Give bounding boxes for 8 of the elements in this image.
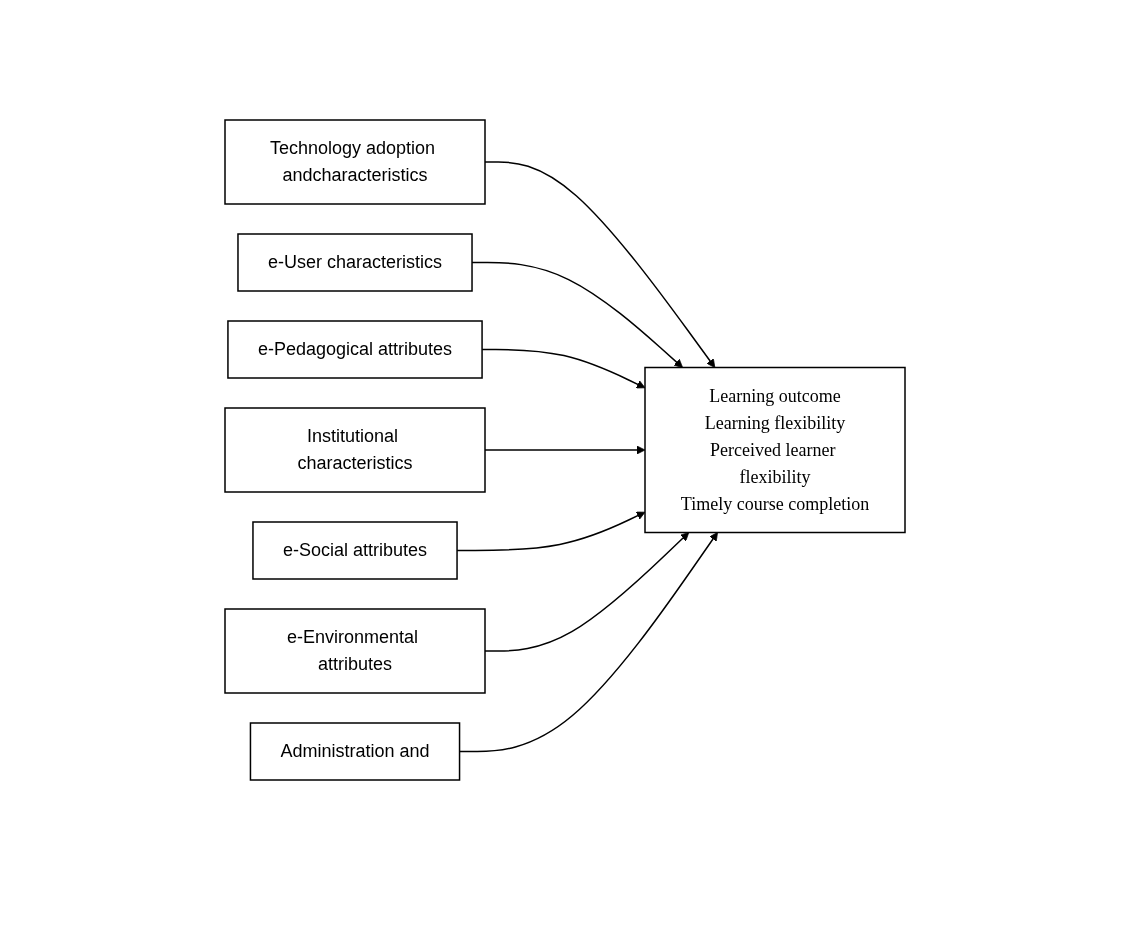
node-box: e-Environmental attributes (224, 608, 486, 694)
node-box: Institutional characteristics (224, 407, 486, 493)
node-box: Administration and (249, 722, 461, 781)
node-box: Learning outcome Learning flexibility Perceived learner flexibility Timely course completion (644, 366, 906, 534)
node-box: e-User characteristics (237, 233, 473, 292)
node-box: e-Social attributes (252, 521, 458, 580)
node-box: Technology adoption andcharacteristics (224, 119, 486, 205)
node-box: e-Pedagogical attributes (227, 320, 483, 379)
